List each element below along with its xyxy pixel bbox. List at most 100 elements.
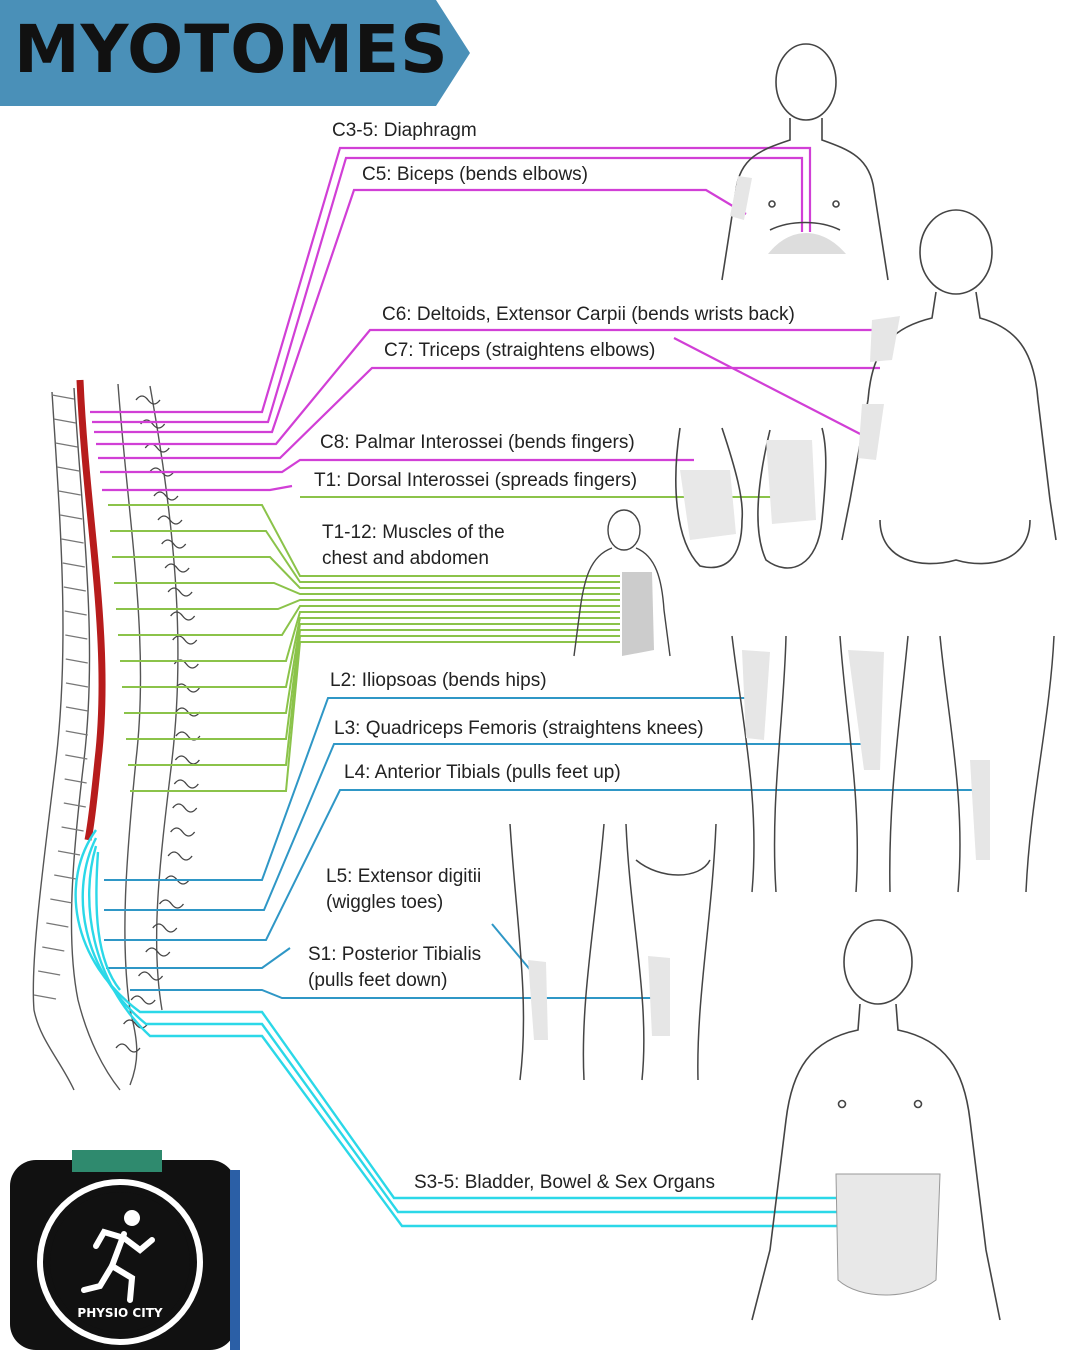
biceps-shade xyxy=(730,176,752,220)
title-banner xyxy=(0,0,470,106)
vertebra-tick xyxy=(57,850,81,856)
label-s1-line2: (pulls feet down) xyxy=(308,970,448,991)
vertebra-tick xyxy=(65,730,88,736)
vertebra-tick xyxy=(64,778,87,784)
vertebra-tick xyxy=(50,898,73,904)
nerve-root-wave xyxy=(130,995,156,1005)
label-c5: C5: Biceps (bends elbows) xyxy=(362,164,588,185)
nerve-root-wave xyxy=(152,923,178,933)
vertebra-tick xyxy=(65,754,88,760)
nerve-root-wave xyxy=(161,539,187,549)
nerve-root-wave xyxy=(172,803,198,813)
nerve-root-wave xyxy=(140,419,166,429)
nerve-root-pattern xyxy=(115,395,201,1053)
label-l3: L3: Quadriceps Femoris (straightens knee… xyxy=(334,718,704,739)
chest-shade xyxy=(622,572,654,656)
label-l5-line1: L5: Extensor digitii xyxy=(326,866,482,887)
label-l4: L4: Anterior Tibials (pulls feet up) xyxy=(344,762,621,783)
nerve-root-wave xyxy=(170,611,196,621)
label-l5-line2: (wiggles toes) xyxy=(326,892,444,913)
figure-hands xyxy=(675,427,827,569)
figure-legs-back xyxy=(509,823,717,1081)
posterior-tibialis-shade xyxy=(648,956,670,1036)
thoracic-nerve-line xyxy=(128,635,620,766)
vertebra-tick xyxy=(63,586,86,592)
label-t1-12-line2: chest and abdomen xyxy=(322,548,489,569)
nerve-root-wave xyxy=(144,443,170,453)
vertebra-tick xyxy=(46,922,69,928)
nerve-root-wave xyxy=(170,827,196,837)
tibial-shade xyxy=(970,760,990,860)
vertebrae xyxy=(33,394,89,1000)
hand-shade-left xyxy=(680,470,736,540)
label-t1-12-line1: T1-12: Muscles of the xyxy=(322,522,505,543)
thoracic-nerve-line xyxy=(126,629,620,740)
logo-text: PHYSIO CITY xyxy=(77,1306,163,1320)
thoracic-nerve-line xyxy=(108,504,620,577)
nerve-root-wave xyxy=(167,587,193,597)
label-c8: C8: Palmar Interossei (bends fingers) xyxy=(320,432,635,453)
iliopsoas-shade xyxy=(742,650,770,740)
vertebra-tick xyxy=(65,634,88,640)
extensor-shade xyxy=(528,960,548,1040)
hand-shade-right xyxy=(766,440,816,524)
vertebra-tick xyxy=(55,442,78,448)
figure-legs-front xyxy=(731,635,1055,893)
page-title: MYOTOMES xyxy=(14,11,449,88)
nerve-root-wave xyxy=(157,515,183,525)
label-l2: L2: Iliopsoas (bends hips) xyxy=(330,670,547,691)
thoracic-nerve-line xyxy=(118,605,620,636)
vertebra-tick xyxy=(65,706,89,712)
deltoid-shade xyxy=(870,316,900,362)
pelvic-shade xyxy=(835,1173,941,1296)
nerve-root-wave xyxy=(123,1019,149,1029)
nerve-root-wave xyxy=(172,635,198,645)
label-s1-line1: S1: Posterior Tibialis xyxy=(308,944,482,965)
nerve-root-wave xyxy=(153,491,179,501)
label-c3-5: C3-5: Diaphragm xyxy=(332,120,477,141)
vertebra-tick xyxy=(64,610,87,616)
nerve-root-wave xyxy=(115,1043,141,1053)
nerve-root-wave xyxy=(164,563,190,573)
label-c6: C6: Deltoids, Extensor Carpii (bends wri… xyxy=(382,304,795,325)
nerve-root-wave xyxy=(158,899,185,909)
thoracic-nerves xyxy=(108,504,620,792)
nerve-root-wave xyxy=(174,755,200,765)
label-s3-5: S3-5: Bladder, Bowel & Sex Organs xyxy=(414,1172,715,1193)
thoracic-nerve-line xyxy=(112,556,620,589)
nerve-root-wave xyxy=(135,395,161,405)
runner-icon xyxy=(81,1210,155,1303)
label-t1: T1: Dorsal Interossei (spreads fingers) xyxy=(314,470,638,491)
vertebra-tick xyxy=(61,538,84,544)
vertebra-tick xyxy=(60,514,83,520)
figure-lower-torso xyxy=(751,919,1001,1321)
vertebra-tick xyxy=(65,658,88,664)
figure-chest-small xyxy=(573,509,671,657)
nerve-root-wave xyxy=(167,851,193,861)
lumbar-nerves xyxy=(104,697,976,999)
nerve-root-wave xyxy=(145,947,171,957)
vertebra-tick xyxy=(58,490,81,496)
vertebra-tick xyxy=(62,562,85,568)
thoracic-nerve-line xyxy=(122,617,620,688)
thoracic-nerve-line xyxy=(114,582,620,595)
vertebra-tick xyxy=(38,970,61,976)
spinal-cord xyxy=(76,379,106,841)
vertebra-tick xyxy=(53,418,76,424)
nerve-root-wave xyxy=(173,779,199,789)
figure-back xyxy=(841,209,1057,565)
vertebra-tick xyxy=(61,826,84,832)
diaphragm-shade xyxy=(768,233,846,254)
vertebra-tick xyxy=(33,994,57,1000)
thoracic-nerve-line xyxy=(124,623,620,714)
thoracic-nerve-line xyxy=(116,599,620,610)
thoracic-nerve-line xyxy=(130,641,620,792)
nerve-root-wave xyxy=(138,971,164,981)
triceps-shade xyxy=(858,404,884,460)
logo xyxy=(10,1150,240,1350)
vertebra-tick xyxy=(42,946,65,952)
vertebra-tick xyxy=(63,802,86,808)
cervical-nerves xyxy=(90,146,888,492)
thoracic-nerve-line xyxy=(120,611,620,662)
